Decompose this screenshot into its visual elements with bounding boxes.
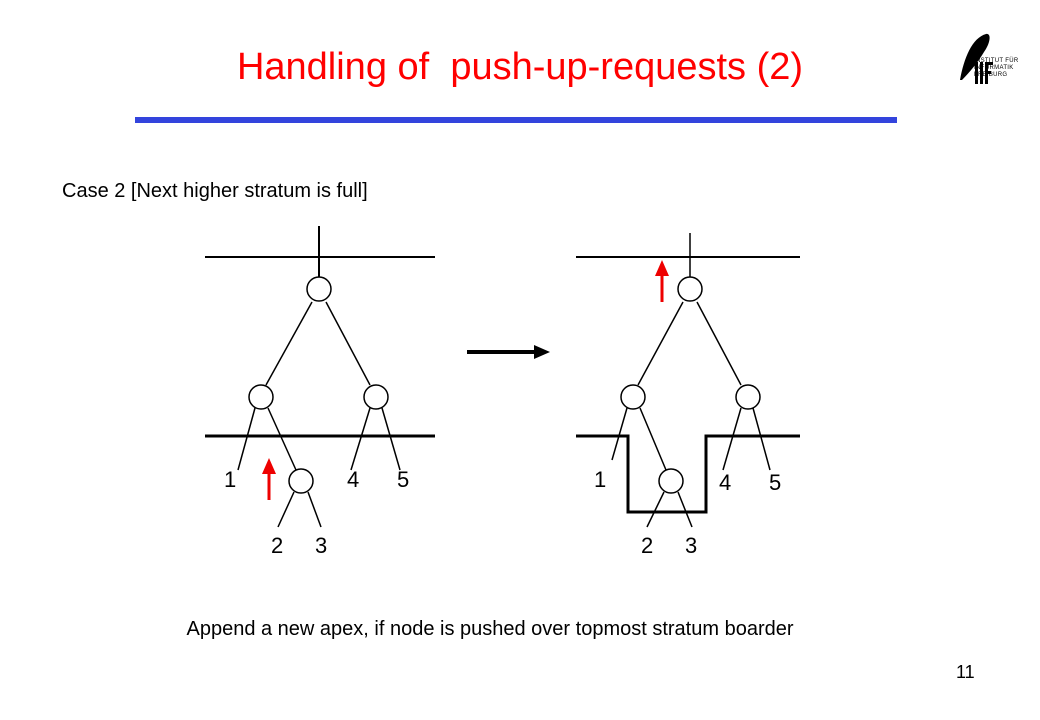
university-logo-icon [960,33,993,84]
title-underline [135,117,897,123]
after-right-node [735,384,761,410]
after-label-1: 1 [594,467,606,492]
after-edge-node-to-2 [646,491,665,528]
after-push-arrow [655,260,669,302]
after-edge-root-left [637,301,684,386]
before-label-4: 4 [347,467,359,492]
before-label-3: 3 [315,533,327,558]
after-stratum-bottom-line [576,434,800,514]
after-label-4: 4 [719,470,731,495]
before-push-arrow [262,458,276,500]
case-subtitle: Case 2 [Next higher stratum is full] [62,180,368,202]
before-left-node [248,384,274,410]
before-label-5: 5 [397,467,409,492]
before-edge-node-to-3 [307,491,322,528]
after-edge-root-right [696,301,742,386]
after-label-3: 3 [685,533,697,558]
slide-caption: Append a new apex, if node is pushed ove… [186,618,794,640]
before-pushed-node [288,468,314,494]
before-edge-right-to-4 [350,407,371,471]
after-label-2: 2 [641,533,653,558]
before-edge-root-left [265,301,313,386]
after-edge-node-to-3 [677,491,693,528]
after-pushed-node [658,468,684,494]
before-edge-left-to-1 [237,407,256,471]
before-edge-node-to-2 [277,491,295,528]
after-tree [576,233,800,528]
logo-caption: INSTITUT FÜR INFORMATIK FREIBURG [974,58,1019,78]
before-edge-left-to-node [267,407,297,471]
transition-arrow [467,345,550,359]
after-edge-left-to-1 [611,407,628,461]
before-tree [205,226,435,528]
before-edge-root-right [325,301,371,386]
after-edge-right-to-5 [752,407,771,471]
before-root-node [306,276,332,302]
before-edge-right-to-5 [381,407,401,471]
after-root-node [677,276,703,302]
before-label-2: 2 [271,533,283,558]
before-label-1: 1 [224,467,236,492]
page-number: 11 [956,662,975,682]
after-edge-right-to-4 [722,407,742,471]
after-label-5: 5 [769,470,781,495]
before-right-node [363,384,389,410]
slide-title: Handling of push-up-requests (2) [236,46,804,88]
after-left-node [620,384,646,410]
after-edge-left-to-node [639,407,667,471]
